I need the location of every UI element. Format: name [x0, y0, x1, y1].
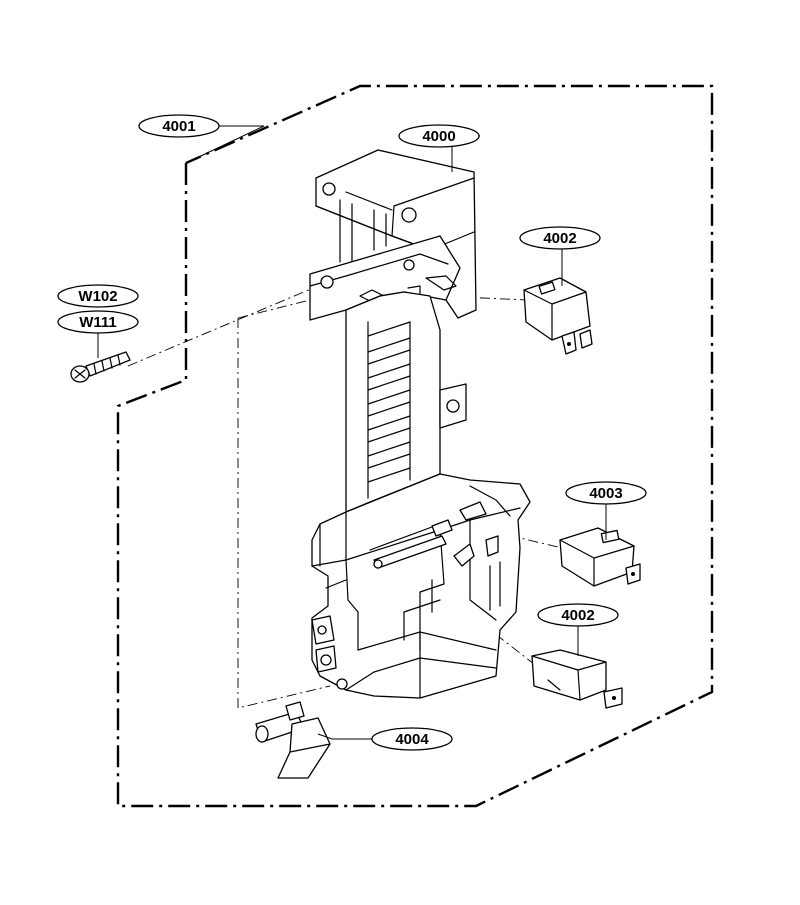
- callout-w102-label: W102: [78, 288, 117, 305]
- callout-4000-label: 4000: [422, 128, 455, 145]
- callout-4002-top-label: 4002: [543, 230, 576, 247]
- callout-4004: 4004: [371, 727, 453, 751]
- callout-w111: W111: [57, 310, 139, 334]
- callout-4002-top: 4002: [519, 226, 601, 250]
- screw: [70, 351, 131, 383]
- callout-4000: 4000: [398, 124, 480, 148]
- callout-4004-label: 4004: [395, 731, 429, 748]
- callout-4003-label: 4003: [589, 485, 622, 502]
- callout-w102: W102: [57, 284, 139, 308]
- callout-4003: 4003: [565, 481, 647, 505]
- switch-4002-top: [523, 277, 593, 355]
- callout-w111-label: W111: [79, 314, 117, 331]
- callout-4002-bottom: 4002: [537, 603, 619, 627]
- callout-4001: 4001: [138, 114, 220, 138]
- assembly-boundary: [116, 84, 714, 808]
- callout-4001-label: 4001: [162, 118, 195, 135]
- switch-4002-bottom: [531, 649, 623, 709]
- switch-4003-middle: [559, 527, 641, 587]
- frame-4000: [309, 149, 531, 699]
- callout-4002-bottom-label: 4002: [561, 607, 594, 624]
- lever-4004: [255, 701, 331, 779]
